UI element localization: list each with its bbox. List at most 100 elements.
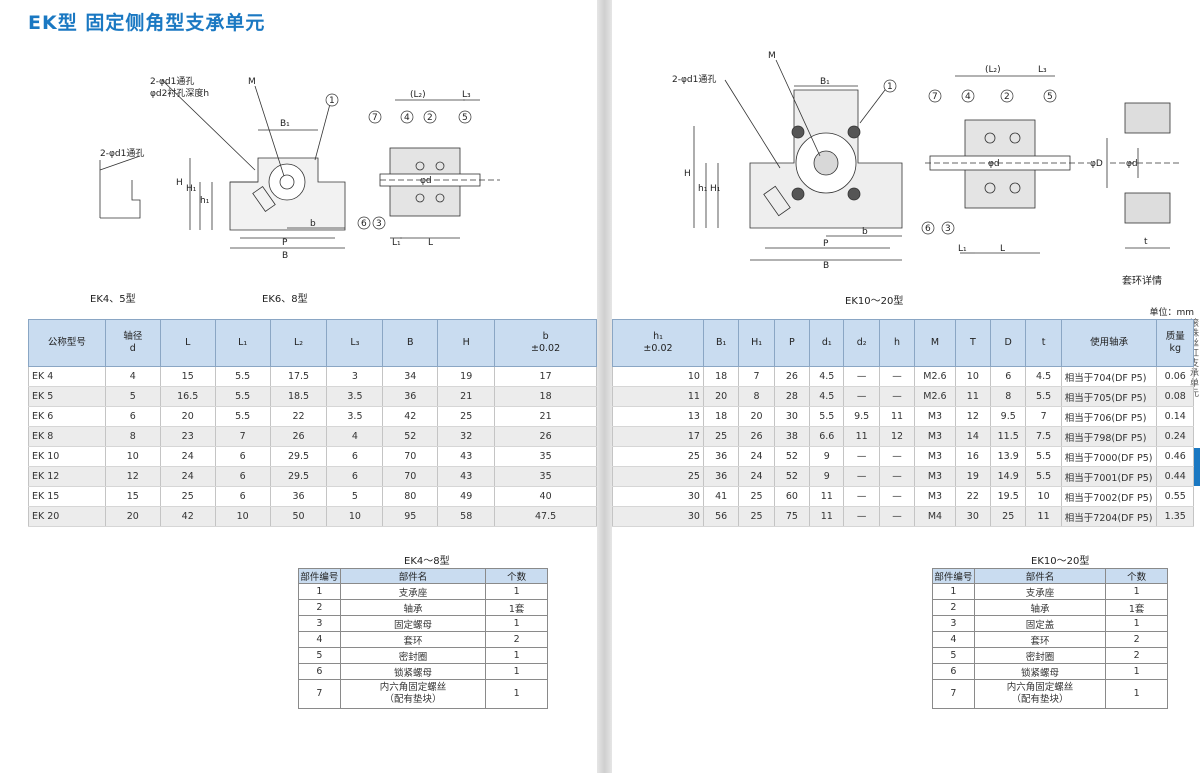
left_table-cell: 34 [382, 366, 439, 387]
right_table-cell: 36 [702, 466, 740, 487]
left_table-cell: 43 [437, 466, 496, 487]
left_table-header-bottom: d [129, 343, 136, 354]
right_table-cell: M3 [914, 406, 956, 427]
parts_left-note: （配有垫块） [384, 694, 442, 705]
left_table-header-bottom: H [462, 336, 470, 348]
parts_right-cell: 1 [1105, 663, 1168, 680]
parts_right-cell: 1 [1105, 679, 1168, 709]
right_table-cell: 0.06 [1156, 366, 1194, 387]
right_table-header-9: D [990, 319, 1027, 367]
right_table-cell: 9 [809, 446, 845, 467]
right_table-cell: — [843, 446, 880, 467]
left_table-cell: 20 [159, 406, 216, 427]
left_table-cell: 70 [382, 466, 439, 487]
left_table-header-bottom: B [407, 336, 414, 348]
right_table-header-bottom: kg [1169, 343, 1182, 354]
parts_left-cell: 锁紧螺母 [339, 663, 487, 680]
parts_left-cell-text: 1 [513, 586, 520, 597]
parts_left-cell: 内六角固定螺丝（配有垫块） [339, 679, 487, 709]
label-L1: L₁ [392, 238, 401, 248]
left_table-cell: EK 20 [28, 506, 106, 527]
parts_right-header: 个数 [1105, 568, 1168, 584]
right_table-cell: 14.9 [990, 466, 1027, 487]
right_table-header-bottom: h [894, 336, 901, 348]
parts_left-header: 部件编号 [298, 568, 341, 584]
right_table-cell: M2.6 [914, 366, 956, 387]
left_table-cell: 24 [159, 466, 216, 487]
r-callout-7: 7 [932, 92, 938, 102]
parts_left-cell: 6 [298, 663, 341, 680]
parts_left-cell: 1套 [485, 599, 548, 616]
right_table-cell: — [843, 486, 880, 507]
right_table-cell: 11 [612, 386, 704, 407]
right_table-cell: 5.5 [1025, 446, 1062, 467]
left_table-cell: 23 [159, 426, 216, 447]
right_table-cell: 24 [738, 466, 775, 487]
right_table-cell: M4 [914, 506, 956, 527]
left_table-cell: 10 [214, 506, 271, 527]
parts_right-cell-text: 4 [950, 634, 957, 645]
right_table-cell: 相当于705(DF P5) [1060, 386, 1158, 407]
left_table-cell: 7 [214, 426, 271, 447]
parts_right-cell-text: 6 [950, 666, 957, 677]
right_table-header-0: h₁±0.02 [612, 319, 704, 367]
right_table-cell: 0.24 [1156, 426, 1194, 447]
parts_right-cell: 5 [932, 647, 975, 664]
right_table-header-5: d₂ [843, 319, 880, 367]
right_table-cell: 6 [990, 366, 1027, 387]
parts_left-cell: 7 [298, 679, 341, 709]
parts_left-cell: 1 [485, 647, 548, 664]
right_table-cell: 0.55 [1156, 486, 1194, 507]
right_table-cell: 相当于7204(DF P5) [1060, 506, 1158, 527]
right_table-header-top: 质量 [1165, 330, 1185, 342]
parts_right-cell: 2 [932, 599, 975, 616]
parts_left-cell: 固定螺母 [339, 615, 487, 632]
right_table-header-8: T [954, 319, 992, 367]
parts_left-cell-text: 5 [316, 650, 323, 661]
right_table-cell: 4.5 [809, 386, 845, 407]
right_table-cell: 12 [878, 426, 916, 447]
parts_left-cell-text: 密封圈 [398, 651, 428, 663]
right_table-cell: 30 [954, 506, 992, 527]
left_table-cell: 95 [382, 506, 439, 527]
right_table-cell: 56 [702, 506, 740, 527]
left_table-cell: 43 [437, 446, 496, 467]
right_table-header-6: h [878, 319, 916, 367]
parts_right-cell-text: 3 [950, 618, 957, 629]
left_table-cell: 15 [159, 366, 216, 387]
right_table-cell: — [843, 366, 880, 387]
parts_right-cell: 1 [1105, 583, 1168, 600]
parts_right-header: 部件名 [973, 568, 1107, 584]
r-label-h1: h₁ [698, 184, 708, 194]
left_table-cell: 26 [494, 426, 597, 447]
right_table-cell: M3 [914, 466, 956, 487]
r-label-phi-D: φD [1090, 159, 1103, 169]
left_table-header-bottom: L₁ [238, 336, 248, 348]
callout-1: 1 [329, 96, 335, 106]
parts_right-cell: 6 [932, 663, 975, 680]
right_table-cell: 11 [843, 426, 880, 447]
r-label-P: P [823, 239, 829, 249]
parts_right-cell-text: 支承座 [1025, 587, 1055, 599]
label-L: L [428, 238, 433, 248]
right_table-cell: 0.46 [1156, 446, 1194, 467]
left_table-cell: 5 [104, 386, 161, 407]
left_table-cell: 42 [382, 406, 439, 427]
right_table-header-top: h₁ [653, 330, 663, 342]
parts_left-cell-text: 2 [513, 634, 520, 645]
parts_right-cell-text: 1套 [1128, 603, 1145, 615]
r-label-phi-d-collar: φd [1126, 159, 1138, 169]
left_table-cell: 47.5 [494, 506, 597, 527]
label-B: B [282, 251, 288, 261]
ek4-8-drawing: 2-φd1通孔 φd2衬孔深度h 2-φd1通孔 M B₁ H H₁ h₁ b … [99, 76, 500, 261]
left_table-cell: 35 [494, 446, 597, 467]
callout-6: 6 [361, 219, 367, 229]
